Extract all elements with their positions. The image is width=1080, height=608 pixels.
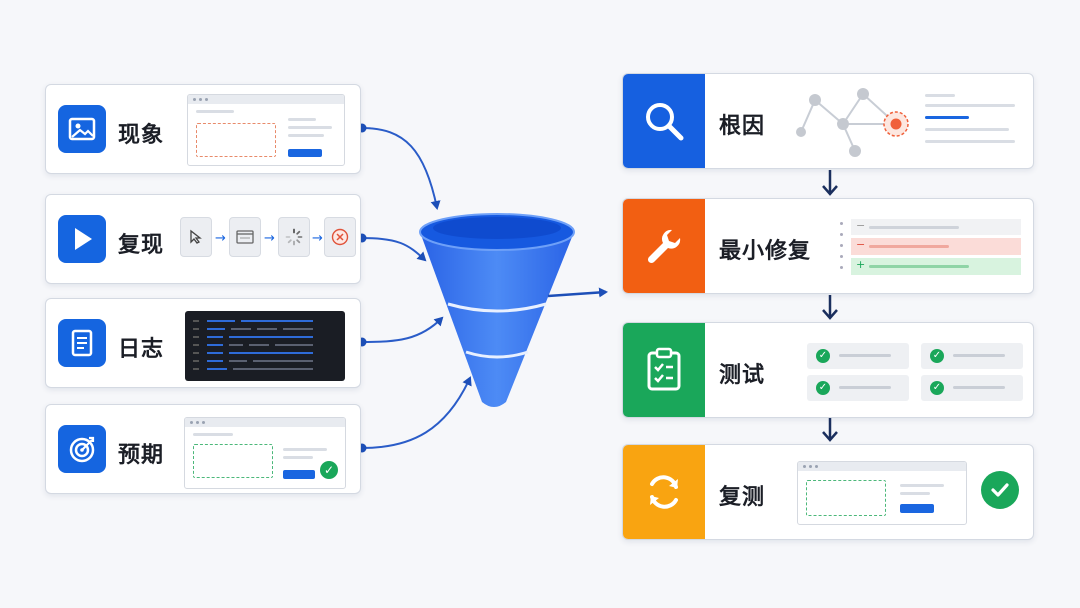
play-icon xyxy=(58,215,106,263)
input-connectors xyxy=(361,127,472,449)
clipboard-check-icon xyxy=(623,323,705,417)
check-circle-icon xyxy=(981,471,1019,509)
loading-spinner-icon xyxy=(278,217,310,257)
log-console xyxy=(185,311,345,381)
input-label: 日志 xyxy=(118,337,165,362)
output-label: 根因 xyxy=(719,114,766,139)
dependency-graph xyxy=(796,88,909,157)
image-icon xyxy=(58,105,106,153)
window-icon xyxy=(229,217,261,257)
search-icon xyxy=(623,74,705,168)
expected-region xyxy=(193,444,273,478)
check-icon: ✓ xyxy=(320,461,338,479)
output-card-root-cause[interactable]: 根因 xyxy=(622,73,1034,169)
output-card-retest[interactable]: 复测 xyxy=(622,444,1034,540)
expected-region xyxy=(806,480,886,516)
input-card-expected[interactable]: 预期 ✓ xyxy=(45,404,361,494)
highlight-region xyxy=(196,123,276,157)
diff-line-removed: − xyxy=(851,238,1021,255)
input-card-log[interactable]: 日志 xyxy=(45,298,361,388)
test-case-passed: ✓ xyxy=(807,375,909,401)
submit-button-thumb xyxy=(900,504,934,513)
arrow-right-icon: → xyxy=(312,231,323,246)
submit-button-thumb xyxy=(288,149,322,157)
test-case-passed: ✓ xyxy=(921,375,1023,401)
step-arrows xyxy=(822,170,838,442)
input-label: 预期 xyxy=(118,443,165,468)
input-card-reproduce[interactable]: 复现 → → → xyxy=(45,194,361,284)
funnel-output-arrow xyxy=(547,287,608,298)
connector-phenomenon xyxy=(361,127,441,210)
funnel xyxy=(419,213,575,407)
target-icon xyxy=(58,425,106,473)
output-card-minimal-fix[interactable]: 最小修复 − − + xyxy=(622,198,1034,294)
output-label: 复测 xyxy=(719,485,766,510)
expected-ui-thumbnail: ✓ xyxy=(184,417,346,489)
diff-line-neutral: − xyxy=(851,219,1021,235)
screenshot-thumbnail xyxy=(187,94,345,166)
connector-expected xyxy=(361,376,472,449)
input-label: 现象 xyxy=(118,123,165,148)
retest-ui-thumbnail xyxy=(797,461,967,525)
output-card-test[interactable]: 测试 ✓ ✓ ✓ ✓ xyxy=(622,322,1034,418)
arrow-right-icon: → xyxy=(215,231,226,246)
output-label: 测试 xyxy=(719,363,766,388)
document-icon xyxy=(58,319,106,367)
connector-reproduce xyxy=(361,237,427,262)
test-case-passed: ✓ xyxy=(807,343,909,369)
output-label: 最小修复 xyxy=(719,239,812,264)
arrow-right-icon: → xyxy=(264,231,275,246)
input-label: 复现 xyxy=(118,233,165,258)
test-case-passed: ✓ xyxy=(921,343,1023,369)
code-diff-panel: − − + xyxy=(837,217,1021,277)
cursor-icon xyxy=(180,217,212,257)
input-card-phenomenon[interactable]: 现象 xyxy=(45,84,361,174)
submit-button-thumb xyxy=(283,470,315,479)
connector-log xyxy=(361,316,444,343)
diff-line-added: + xyxy=(851,258,1021,275)
wrench-icon xyxy=(623,199,705,293)
refresh-icon xyxy=(623,445,705,539)
error-icon xyxy=(324,217,356,257)
